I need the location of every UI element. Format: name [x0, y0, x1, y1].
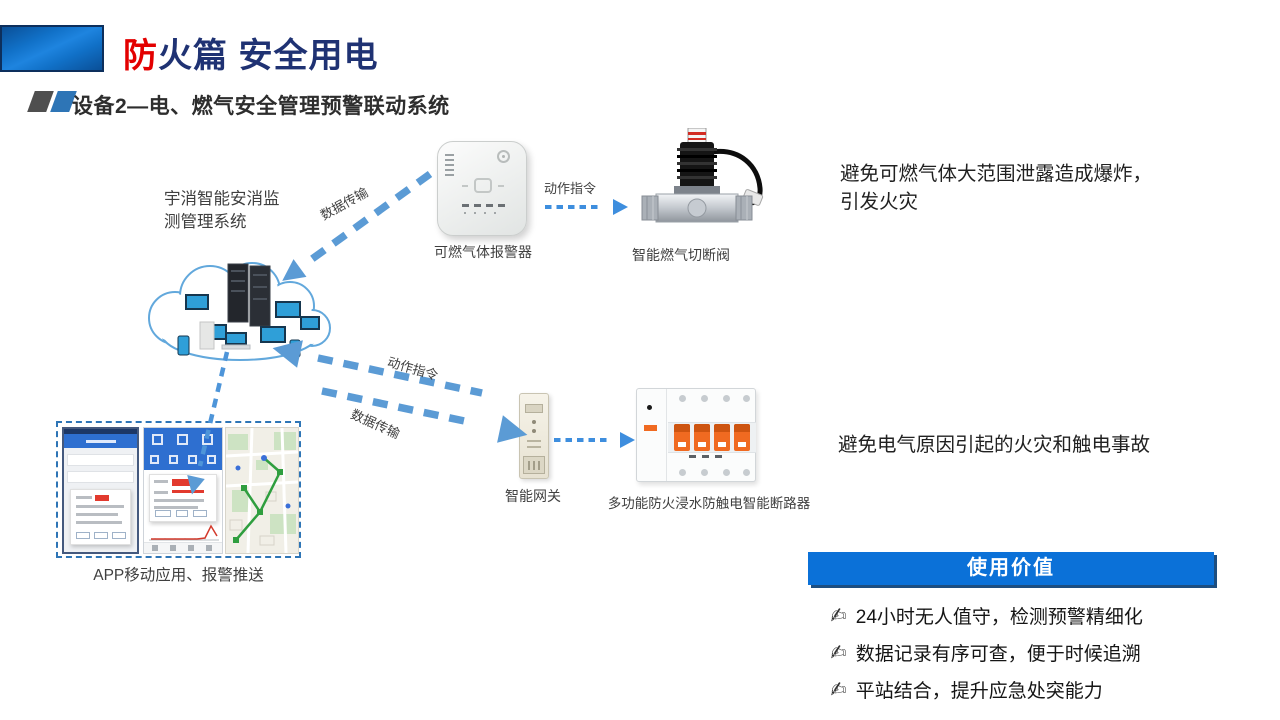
- app-screenshot-map: [225, 427, 299, 554]
- gas-detector-caption: 可燃气体报警器: [434, 244, 532, 260]
- alert-dialog: [149, 474, 217, 522]
- app-screenshots-box: [56, 421, 301, 558]
- corner-accent-block: [0, 25, 104, 72]
- breaker-device: [636, 388, 756, 482]
- alert-badge: [172, 479, 194, 486]
- title-rest: 火篇 安全用电: [158, 37, 379, 75]
- dialog-button: [155, 510, 171, 517]
- valve-indicator-icon: [687, 128, 707, 145]
- gas-valve-device: [641, 128, 764, 223]
- alert-badge: [95, 495, 109, 501]
- arrow-cloud-to-gateway: [321, 387, 475, 427]
- gateway-connector-icon: [523, 456, 545, 474]
- gas-valve-caption: 智能燃气切断阀: [632, 247, 730, 263]
- section-subtitle: 设备2—电、燃气安全管理预警联动系统: [72, 95, 450, 118]
- page-title: 防火篇 安全用电: [123, 28, 378, 77]
- value-item: ✍ 平站结合，提升应急处突能力: [828, 671, 1250, 708]
- breaker-caption: 多功能防火浸水防触电智能断路器: [607, 496, 811, 511]
- note-electric-risk: 避免电气原因引起的火灾和触电事故: [838, 434, 1151, 456]
- value-panel-title: 使用价值: [808, 552, 1214, 585]
- tab-bar: [144, 542, 222, 553]
- writing-hand-icon: ✍: [828, 603, 849, 628]
- breaker-switch-icon: [674, 424, 690, 451]
- value-item-text: 数据记录有序可查，便于时候追溯: [855, 644, 1141, 665]
- label-action-command-mid: 动作指令: [385, 354, 440, 384]
- list-item: [67, 471, 134, 483]
- value-item-text: 平站结合，提升应急处突能力: [855, 681, 1103, 702]
- cloud-platform-illustration: [148, 262, 331, 361]
- gas-detector-device: [437, 141, 527, 236]
- dialog-button: [176, 510, 188, 517]
- app-header: [64, 434, 137, 448]
- detector-indicator-dots: [464, 212, 496, 214]
- value-item-text: 24小时无人值守，检测预警精细化: [855, 607, 1143, 628]
- dialog-button: [112, 532, 126, 539]
- detector-button-icon: [474, 178, 492, 193]
- gateway-caption: 智能网关: [505, 488, 561, 504]
- detector-indicator-labels: [462, 204, 505, 207]
- value-item: ✍ 数据记录有序可查，便于时候追溯: [828, 634, 1250, 671]
- list-item: [67, 454, 134, 466]
- label-action-command-top: 动作指令: [544, 181, 597, 196]
- dialog-button: [193, 510, 207, 517]
- breaker-switch-icon: [714, 424, 730, 451]
- title-highlight: 防: [123, 37, 158, 75]
- breaker-switch-icon: [734, 424, 750, 451]
- app-caption: APP移动应用、报警推送: [93, 567, 264, 584]
- subtitle-marker-gray-icon: [27, 91, 54, 112]
- app-screenshot-alert-detail: [62, 427, 139, 554]
- gateway-screen-icon: [525, 404, 543, 413]
- detector-speaker-icon: [497, 150, 510, 163]
- dialog-button: [94, 532, 108, 539]
- platform-label: 宇消智能安消监 测管理系统: [164, 190, 280, 231]
- alert-dialog: [70, 489, 131, 545]
- label-data-transfer-top: 数据传输: [317, 184, 371, 223]
- app-screenshot-alert-push: [143, 427, 223, 554]
- trend-chart: [149, 524, 219, 541]
- label-data-transfer-mid: 数据传输: [348, 406, 403, 442]
- breaker-orange-tag: [644, 425, 657, 431]
- white-tower-icon: [199, 321, 215, 350]
- note-gas-risk: 避免可燃气体大范围泄露造成爆炸， 引发火灾: [840, 163, 1153, 213]
- server-towers-icon: [227, 263, 271, 327]
- writing-hand-icon: ✍: [828, 677, 849, 702]
- value-item: ✍ 24小时无人值守，检测预警精细化: [828, 597, 1250, 634]
- status-bar: [64, 429, 137, 434]
- map-view: [226, 428, 298, 553]
- value-panel-list: ✍ 24小时无人值守，检测预警精细化 ✍ 数据记录有序可查，便于时候追溯 ✍ 平…: [828, 597, 1250, 708]
- detector-vent-icon: [445, 154, 454, 179]
- dialog-button: [76, 532, 90, 539]
- laptop-icons: [221, 332, 251, 350]
- breaker-switch-icon: [694, 424, 710, 451]
- writing-hand-icon: ✍: [828, 640, 849, 665]
- gateway-device: [519, 393, 549, 479]
